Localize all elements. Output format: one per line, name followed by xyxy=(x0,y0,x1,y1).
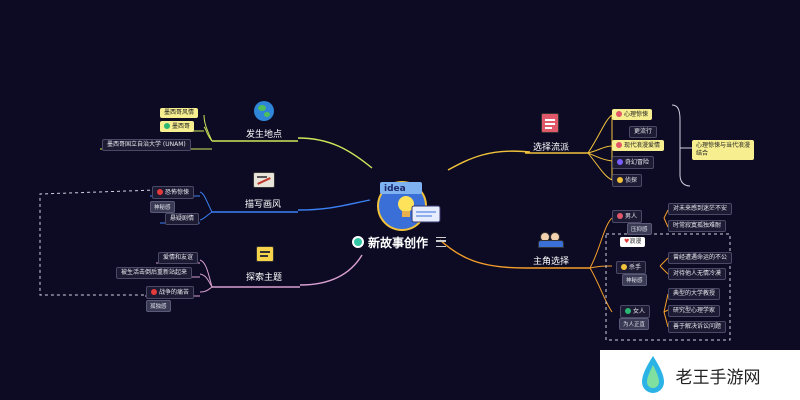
theme-item-war-pain[interactable]: 战争的痛苦 xyxy=(146,286,195,299)
connector-genre xyxy=(447,150,531,171)
branch-location-label[interactable]: 发生地点 xyxy=(246,130,283,140)
role-female[interactable]: 女人 xyxy=(620,305,651,318)
role-male-trait-1[interactable]: 对未来感到迷茫不安 xyxy=(668,203,733,215)
branch-roles-label[interactable]: 主角选择 xyxy=(533,257,570,267)
connector-roles xyxy=(439,239,526,269)
note-icon xyxy=(256,246,274,262)
genre-summary[interactable]: 心理惊悚与当代浪漫结合 xyxy=(692,140,754,160)
genre-item-detective-label: 侦探 xyxy=(625,177,638,184)
smile-icon xyxy=(164,123,170,129)
genre-item-detective[interactable]: 侦探 xyxy=(612,174,643,187)
watermark-text: 老王手游网 xyxy=(675,367,761,388)
idea-illustration: idea xyxy=(372,176,444,232)
purple-dot-icon xyxy=(617,159,623,165)
location-item-mexican-style[interactable]: 墨西哥风情 xyxy=(160,108,199,118)
role-male-tag: 压抑感 xyxy=(627,223,652,235)
role-killer-tag: 神秘感 xyxy=(622,274,647,286)
people-icon xyxy=(538,232,564,248)
connector-style xyxy=(297,199,371,211)
branch-theme-label[interactable]: 探索主题 xyxy=(246,273,283,283)
role-female-trait-2[interactable]: 研究型心理学家 xyxy=(668,305,721,317)
role-male-trait-2[interactable]: 时常寂寞孤独难耐 xyxy=(668,220,727,232)
style-tag-mystery: 神秘感 xyxy=(150,201,175,213)
watermark: 老王手游网 xyxy=(600,350,800,400)
branch-genre-label[interactable]: 选择流派 xyxy=(533,143,570,153)
heart-icon: ♥ xyxy=(624,238,630,245)
smile-icon xyxy=(625,308,631,314)
genre-note-more-popular: 更流行 xyxy=(629,126,658,138)
role-male-label: 男人 xyxy=(625,213,638,220)
role-female-label: 女人 xyxy=(633,308,646,315)
earth-icon xyxy=(254,101,274,121)
genre-item-psych-thriller-label: 心理惊悚 xyxy=(624,111,649,118)
svg-text:idea: idea xyxy=(384,184,406,194)
smile-icon xyxy=(621,264,627,270)
connector-theme xyxy=(299,254,363,286)
style-item-suspense[interactable]: 悬疑剧情 xyxy=(165,213,200,225)
branch-style-label[interactable]: 描写画风 xyxy=(245,200,282,210)
role-killer-label: 杀手 xyxy=(629,264,642,271)
location-item-unam[interactable]: 墨西哥国立自治大学 (UNAM) xyxy=(102,139,191,151)
role-killer-trait-1[interactable]: 曾经遭遇命运的不公 xyxy=(668,252,733,264)
role-killer-trait-2[interactable]: 对待他人无情冷漠 xyxy=(668,268,727,280)
theme-tag-loneliness: 孤独感 xyxy=(146,300,171,312)
theme-item-war-pain-label: 战争的痛苦 xyxy=(159,289,190,296)
connector-location xyxy=(297,137,373,169)
center-title: 新故事创作 xyxy=(368,235,429,250)
menu-icon[interactable] xyxy=(436,237,447,247)
genre-item-fantasy[interactable]: 奇幻冒险 xyxy=(612,156,655,169)
red-dot-icon xyxy=(157,189,163,195)
role-killer[interactable]: 杀手 xyxy=(616,261,647,274)
yellow-dot-icon xyxy=(617,177,623,183)
drawing-board-icon xyxy=(253,172,275,188)
style-item-horror-label: 恐怖惊悚 xyxy=(165,189,190,196)
smile-icon xyxy=(616,142,622,148)
role-female-trait-1[interactable]: 典型的大学教授 xyxy=(668,288,721,300)
romance-note: ♥浪漫 xyxy=(620,237,646,247)
water-drop-logo xyxy=(641,356,664,393)
center-node[interactable]: 新故事创作 xyxy=(352,233,472,251)
genre-item-modern-romance-label: 现代浪漫爱情 xyxy=(624,142,661,149)
genre-item-psych-thriller[interactable]: 心理惊悚 xyxy=(612,109,653,120)
role-female-trait-3[interactable]: 善于解决诉讼问题 xyxy=(668,321,727,333)
romance-note-label: 浪漫 xyxy=(629,238,642,245)
location-item-mexico[interactable]: 墨西哥 xyxy=(160,121,195,132)
role-female-tag: 为人正直 xyxy=(619,318,650,330)
notebook-icon xyxy=(541,113,559,133)
genre-item-modern-romance[interactable]: 现代浪漫爱情 xyxy=(612,140,665,151)
genre-item-fantasy-label: 奇幻冒险 xyxy=(625,159,650,166)
role-male[interactable]: 男人 xyxy=(612,210,643,223)
theme-item-love-friendship[interactable]: 爱情和友谊 xyxy=(158,252,199,264)
smile-icon xyxy=(616,111,622,117)
theme-item-rise-again[interactable]: 被生活击倒后重新站起来 xyxy=(116,267,193,279)
smile-icon xyxy=(617,213,623,219)
globe-icon xyxy=(352,236,364,248)
location-item-mexico-label: 墨西哥 xyxy=(172,123,191,130)
red-dot-icon xyxy=(151,289,157,295)
style-item-horror[interactable]: 恐怖惊悚 xyxy=(152,186,195,199)
